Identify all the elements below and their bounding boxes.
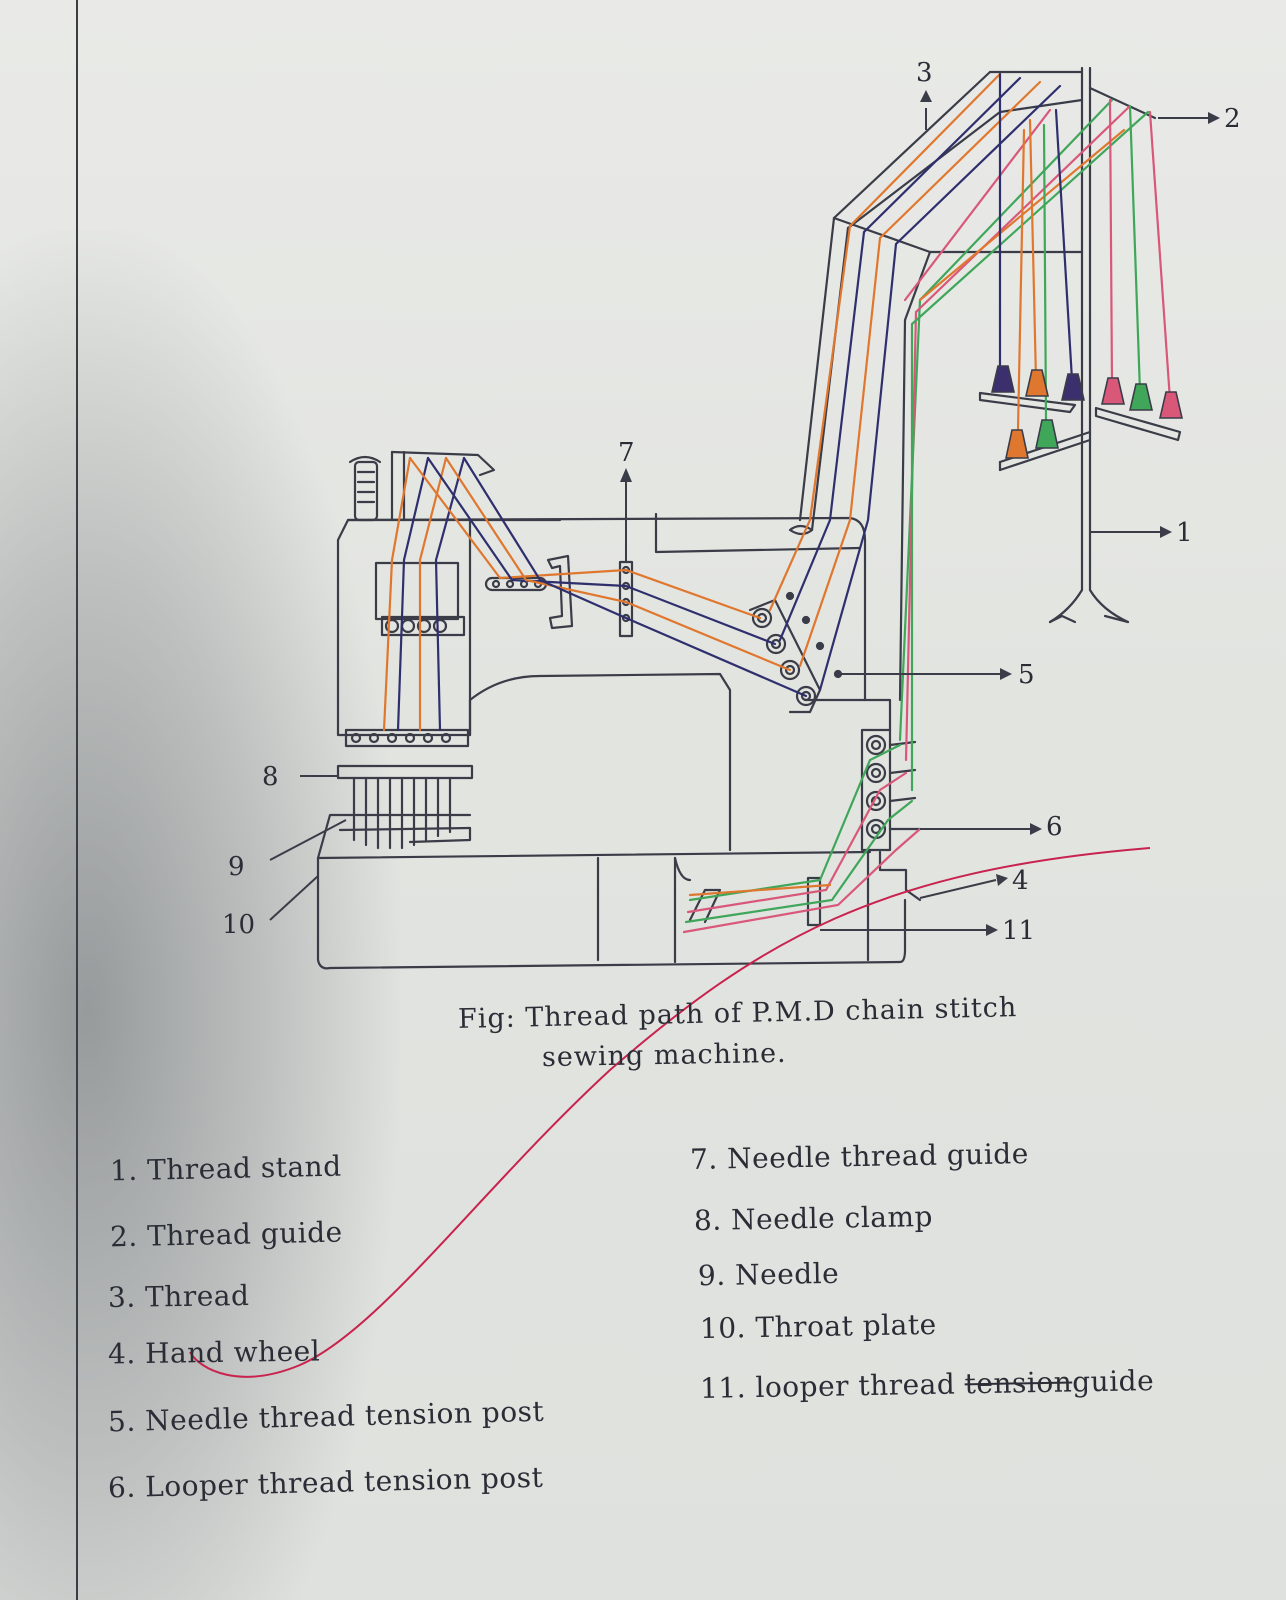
leader-4 (920, 880, 996, 898)
callout-10: 10 (222, 910, 255, 940)
thread-stand (980, 68, 1180, 622)
leader-9 (270, 820, 346, 860)
thread-cones (992, 366, 1182, 458)
legend-item-8: 8. Needle clamp (694, 1200, 933, 1237)
legend-item-4: 4. Hand wheel (108, 1335, 321, 1371)
callout-9: 9 (228, 852, 245, 882)
thread-paths (384, 74, 1170, 932)
callout-4: 4 (1012, 866, 1029, 896)
legend-item-7: 7. Needle thread guide (690, 1137, 1029, 1176)
callout-2: 2 (1224, 104, 1241, 134)
legend-item-11-prefix: 11. looper thread (700, 1367, 965, 1405)
callout-5: 5 (1018, 660, 1035, 690)
legend-item-11-struck-word: tension (964, 1365, 1072, 1400)
leader-10 (270, 876, 318, 920)
legend-item-2: 2. Thread guide (110, 1216, 343, 1254)
callout-6: 6 (1046, 812, 1063, 842)
figure-caption-line-2: sewing machine. (542, 1038, 787, 1073)
legend-item-9: 9. Needle (698, 1257, 840, 1292)
needle-tension-posts (750, 593, 841, 712)
legend-item-10: 10. Throat plate (700, 1308, 937, 1345)
legend-item-11-suffix: guide (1072, 1364, 1154, 1398)
callout-8: 8 (262, 762, 279, 792)
callout-arrowheads (620, 90, 1220, 936)
legend-item-1: 1. Thread stand (110, 1150, 342, 1188)
callout-7: 7 (618, 438, 635, 468)
needle-thread-guide (486, 556, 632, 636)
callout-11: 11 (1002, 916, 1035, 946)
legend-item-3: 3. Thread (108, 1279, 250, 1314)
callout-3: 3 (916, 58, 933, 88)
callout-1: 1 (1176, 518, 1193, 548)
